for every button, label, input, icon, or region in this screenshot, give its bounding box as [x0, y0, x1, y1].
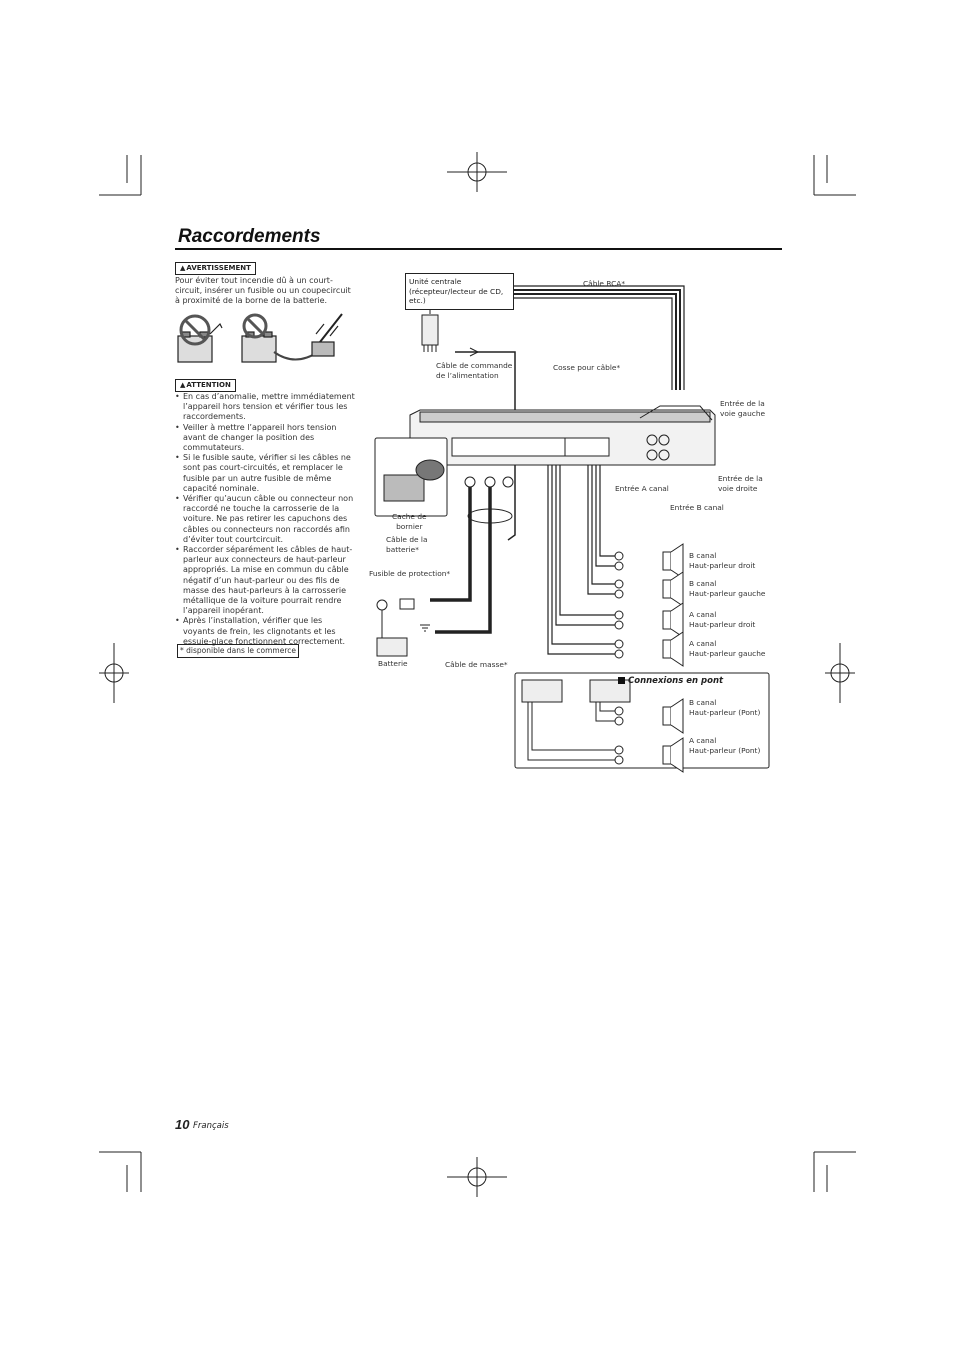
battery-warning-illustration: [177, 313, 343, 363]
page-title: Raccordements: [178, 226, 321, 247]
bridge-connections-title: Connexions en pont: [618, 676, 723, 686]
warning-label: ▲AVERTISSEMENT: [175, 262, 256, 275]
fuse-label: Fusible de protection*: [369, 569, 451, 578]
ground-cable-label: Câble de masse*: [445, 660, 508, 669]
warning-triangle-icon: ▲: [180, 381, 186, 389]
page-language: Français: [193, 1121, 229, 1131]
list-item: Après l’installation, vérifier que les v…: [175, 616, 355, 647]
list-item: Raccorder séparément les câbles de haut-…: [175, 545, 355, 616]
footnote: * disponible dans le commerce: [177, 644, 299, 658]
b-input-label: Entrée B canal: [670, 503, 724, 512]
caution-list: En cas d’anomalie, mettre immédiatement …: [175, 392, 355, 647]
battery-label: Batterie: [378, 659, 408, 668]
list-item: En cas d’anomalie, mettre immédiatement …: [175, 392, 355, 423]
head-unit-label: Unité centrale (récepteur/lecteur de CD,…: [405, 273, 514, 310]
rca-cable-label: Câble RCA*: [583, 279, 626, 288]
warning-triangle-icon: ▲: [180, 264, 186, 272]
list-item: Vérifier qu’aucun câble ou connecteur no…: [175, 494, 355, 545]
title-rule: [175, 248, 782, 250]
caution-label: ▲ATTENTION: [175, 379, 236, 392]
wiring-diagram: [374, 285, 770, 773]
list-item: Si le fusible saute, vérifier si les câb…: [175, 453, 355, 494]
warning-text: Pour éviter tout incendie dû à un court-…: [175, 276, 351, 306]
a-input-label: Entrée A canal: [615, 484, 669, 493]
list-item: Veiller à mettre l’appareil hors tension…: [175, 423, 355, 454]
cable-lug-label: Cosse pour câble*: [553, 363, 621, 372]
page-number: 10: [175, 1117, 190, 1132]
square-bullet-icon: [618, 677, 625, 684]
